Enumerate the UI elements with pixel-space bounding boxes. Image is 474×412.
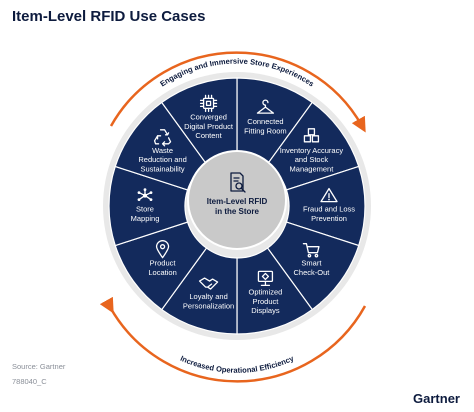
top-arrow-arc: [109, 51, 366, 133]
gartner-logo: Gartner: [413, 391, 460, 406]
recycle-icon: [153, 129, 172, 147]
boxes-icon: [303, 128, 320, 143]
page-title: Item-Level RFID Use Cases: [12, 8, 206, 25]
document-id: 788040_C: [12, 377, 47, 386]
cart-icon: [302, 243, 320, 258]
warning-icon: [320, 187, 338, 203]
handshake-icon: [198, 277, 219, 290]
bottom-arrow-arc: [99, 296, 367, 383]
document-search-icon: [230, 172, 246, 193]
display-icon: [257, 270, 274, 287]
outer-arrows: [99, 51, 367, 383]
bottom-arc-label: Increased Operational Efficiency: [179, 353, 296, 374]
hub-circle: [187, 150, 287, 250]
source-note: Source: Gartner: [12, 362, 66, 371]
network-icon: [137, 188, 153, 201]
chip-icon: [199, 94, 218, 113]
location-pin-icon: [155, 240, 170, 259]
hanger-icon: [256, 99, 275, 114]
